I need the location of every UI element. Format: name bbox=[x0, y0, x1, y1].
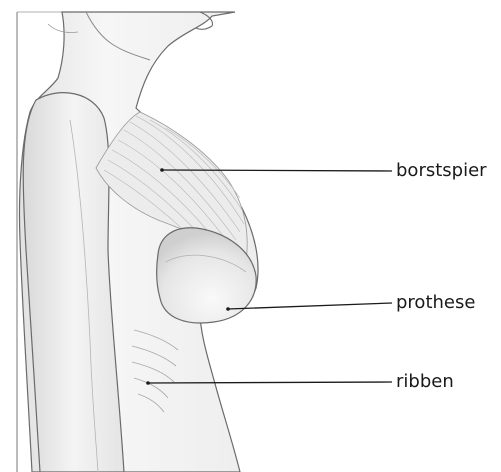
label-prothese: prothese bbox=[396, 293, 475, 313]
label-ribben: ribben bbox=[396, 372, 454, 392]
leader-dot-borstspier bbox=[160, 168, 164, 172]
label-borstspier: borstspier bbox=[396, 161, 487, 181]
leader-dot-prothese bbox=[226, 307, 230, 311]
leader-dot-ribben bbox=[146, 381, 150, 385]
